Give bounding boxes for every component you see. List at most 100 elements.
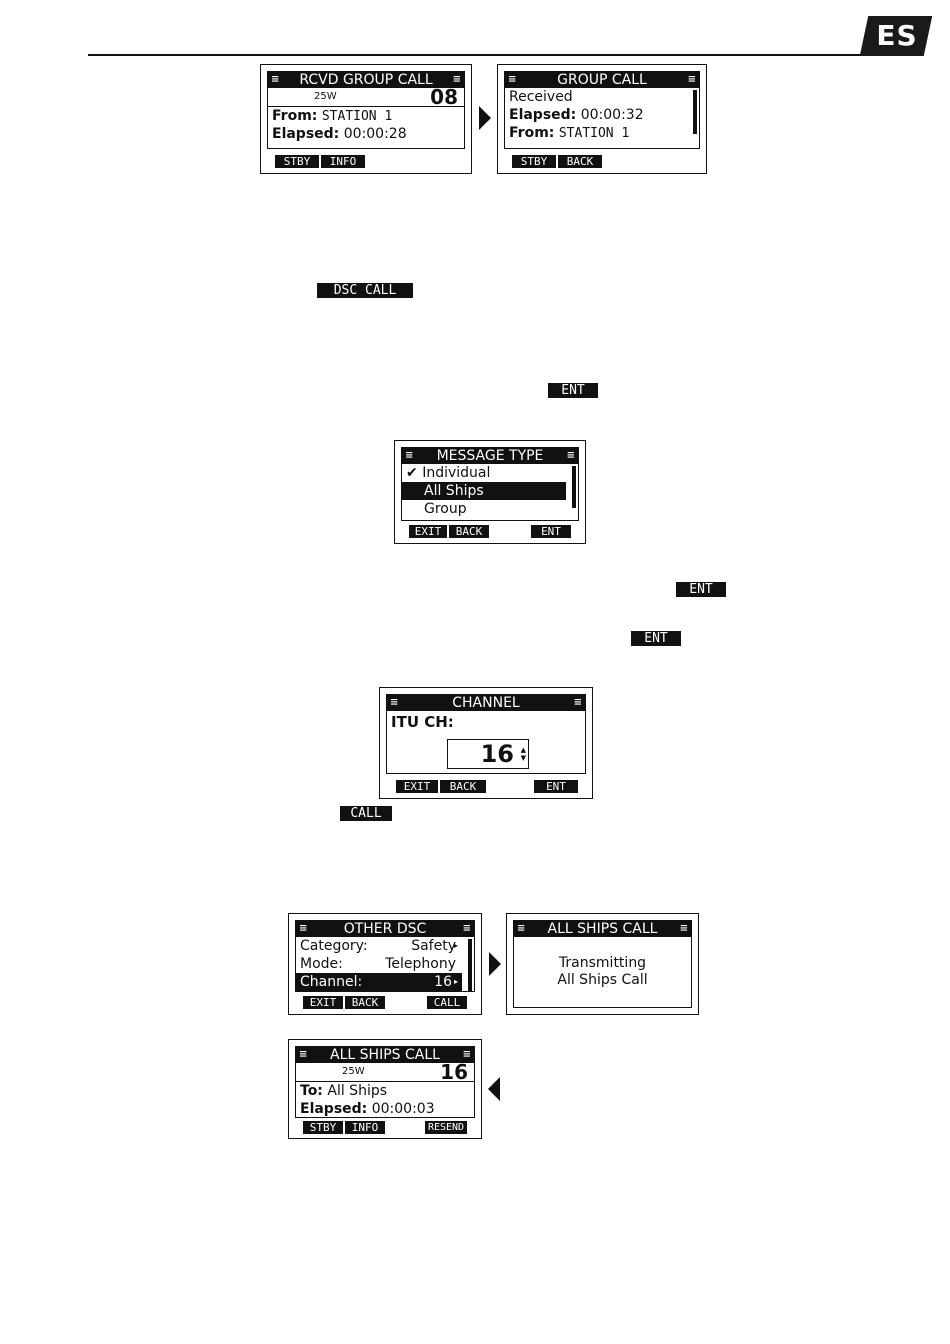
row-value: Safety — [411, 938, 456, 954]
softkey-row: EXIT BACK CALL — [301, 996, 469, 1010]
screen-title: RCVD GROUP CALL — [299, 72, 433, 88]
ent-key: ENT — [631, 631, 681, 646]
dsc-call-key: DSC CALL — [317, 283, 413, 298]
scrollbar[interactable] — [468, 939, 472, 991]
softkey-row: STBY INFO — [273, 155, 459, 169]
stby-softkey[interactable]: STBY — [275, 155, 319, 168]
menu-icon: ≡ — [573, 697, 582, 708]
ent-softkey[interactable]: ENT — [531, 525, 571, 538]
screen-title: OTHER DSC — [343, 921, 427, 937]
from-value: STATION 1 — [321, 109, 393, 124]
row-value: Telephony — [385, 956, 456, 972]
lcd-message-type: ≡ MESSAGE TYPE ≡ ✔ Individual All Ships … — [394, 440, 586, 544]
transmitting-text: Transmitting — [558, 955, 647, 971]
header-rule — [88, 54, 866, 56]
checkmark-icon: ✔ — [406, 465, 418, 481]
from-label: From: — [509, 125, 555, 141]
itu-channel-label: ITU CH: — [391, 713, 454, 731]
arrow-right-icon — [489, 952, 501, 976]
stby-softkey[interactable]: STBY — [303, 1121, 343, 1134]
exit-softkey[interactable]: EXIT — [303, 996, 343, 1009]
elapsed-row: Elapsed: 00:00:28 — [268, 125, 464, 143]
row-label: Channel: — [300, 974, 363, 990]
ent-softkey[interactable]: ENT — [534, 780, 578, 793]
menu-icon: ≡ — [508, 74, 517, 85]
elapsed-value: 00:00:28 — [343, 126, 407, 142]
screen-title-bar: ≡ MESSAGE TYPE ≡ — [402, 448, 578, 464]
elapsed-value: 00:00:03 — [371, 1101, 435, 1117]
exit-softkey[interactable]: EXIT — [409, 525, 447, 538]
status-row: Received — [509, 89, 573, 105]
lcd-other-dsc: ≡ OTHER DSC ≡ Category: Safety▸ Mode: Tele… — [288, 913, 482, 1015]
back-softkey[interactable]: BACK — [440, 780, 486, 793]
to-row: To: All Ships — [296, 1082, 474, 1100]
screen-title-bar: ≡ ALL SHIPS CALL ≡ — [514, 921, 691, 937]
to-value: All Ships — [327, 1083, 388, 1099]
row-label: Mode: — [300, 956, 343, 972]
channel-row[interactable]: Channel:16▸ — [296, 973, 462, 991]
item-label: Group — [424, 501, 467, 517]
menu-icon: ≡ — [462, 1049, 471, 1060]
softkey-row: STBY BACK — [510, 155, 694, 169]
lcd-all-ships-status: ≡ ALL SHIPS CALL ≡ 25W 16 To: All Ships … — [288, 1039, 482, 1139]
all-ships-call-text: All Ships Call — [557, 972, 648, 988]
menu-item-all-ships[interactable]: All Ships — [402, 482, 566, 500]
channel-number: 16 — [440, 1060, 468, 1084]
item-label: Individual — [422, 465, 491, 481]
ent-key: ENT — [548, 383, 598, 398]
up-down-arrows-icon[interactable]: ▲▼ — [520, 746, 526, 762]
channel-input[interactable]: 16 ▲▼ — [447, 739, 529, 769]
menu-item-group[interactable]: Group — [402, 500, 578, 518]
power-level: 25W — [342, 1066, 365, 1077]
screen-title: CHANNEL — [452, 695, 520, 711]
row-label: Category: — [300, 938, 368, 954]
menu-icon: ≡ — [517, 923, 526, 934]
chevron-right-icon: ▸ — [453, 941, 458, 950]
scrollbar[interactable] — [572, 466, 576, 508]
screen-title-bar: ≡ OTHER DSC ≡ — [296, 921, 474, 937]
menu-icon: ≡ — [405, 450, 414, 461]
category-row[interactable]: Category: Safety▸ — [296, 937, 462, 955]
back-softkey[interactable]: BACK — [558, 155, 602, 168]
to-label: To: — [300, 1083, 323, 1099]
menu-item-individual[interactable]: ✔ Individual — [402, 464, 578, 482]
status-row: 25W 16 — [296, 1060, 474, 1084]
info-softkey[interactable]: INFO — [321, 155, 365, 168]
menu-icon: ≡ — [462, 923, 471, 934]
screen-title-bar: ≡ CHANNEL ≡ — [387, 695, 585, 711]
softkey-row: EXIT BACK ENT — [407, 525, 573, 539]
from-row: From: STATION 1 — [268, 107, 464, 125]
channel-value: 16 — [480, 740, 514, 768]
elapsed-label: Elapsed: — [272, 126, 340, 142]
info-softkey[interactable]: INFO — [345, 1121, 385, 1134]
mode-row[interactable]: Mode: Telephony — [296, 955, 462, 973]
menu-icon: ≡ — [679, 923, 688, 934]
lcd-all-ships-transmitting: ≡ ALL SHIPS CALL ≡ Transmitting All Ship… — [506, 913, 699, 1015]
screen-title-bar: ≡ ALL SHIPS CALL ≡ — [296, 1047, 474, 1063]
elapsed-value: 00:00:32 — [580, 107, 644, 123]
resend-softkey[interactable]: RESEND — [425, 1121, 467, 1134]
back-softkey[interactable]: BACK — [449, 525, 489, 538]
lcd-channel: ≡ CHANNEL ≡ ITU CH: 16 ▲▼ EXIT BACK ENT — [379, 687, 593, 799]
call-softkey[interactable]: CALL — [427, 996, 467, 1009]
power-level: 25W — [314, 91, 337, 102]
elapsed-label: Elapsed: — [509, 107, 577, 123]
softkey-row: STBY INFO RESEND — [301, 1121, 469, 1135]
ent-key: ENT — [676, 582, 726, 597]
channel-number: 08 — [430, 85, 458, 109]
back-softkey[interactable]: BACK — [345, 996, 385, 1009]
screen-title: GROUP CALL — [557, 72, 647, 88]
lcd-screen: ≡ OTHER DSC ≡ Category: Safety▸ Mode: Tele… — [295, 920, 475, 992]
screen-title-bar: ≡ RCVD GROUP CALL ≡ — [268, 72, 464, 88]
exit-softkey[interactable]: EXIT — [396, 780, 438, 793]
elapsed-row: Elapsed: 00:00:32 — [505, 106, 699, 124]
screen-title: ALL SHIPS CALL — [547, 921, 658, 937]
menu-icon: ≡ — [299, 923, 308, 934]
scrollbar[interactable] — [693, 90, 697, 134]
elapsed-row: Elapsed: 00:00:03 — [296, 1100, 474, 1117]
arrow-right-icon — [479, 106, 491, 130]
lcd-screen: ≡ RCVD GROUP CALL ≡ 25W 08 From: STATION… — [267, 71, 465, 149]
from-value: STATION 1 — [558, 126, 630, 141]
lcd-screen: ≡ GROUP CALL ≡ Received Elapsed: 00:00:3… — [504, 71, 700, 149]
stby-softkey[interactable]: STBY — [512, 155, 556, 168]
